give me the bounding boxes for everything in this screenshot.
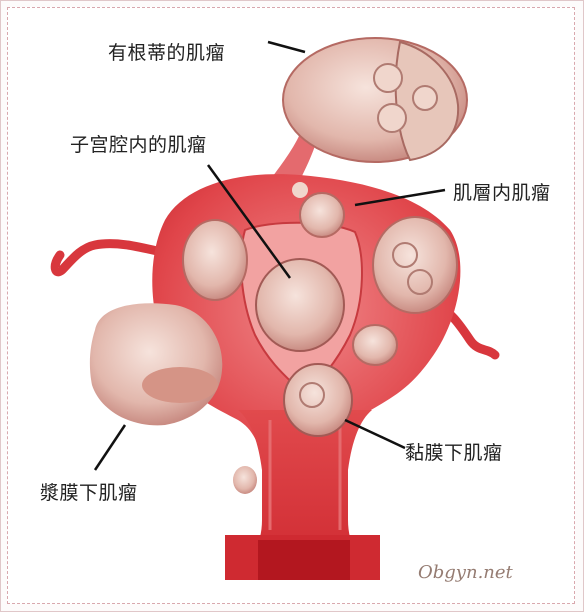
intramural-fibroid-right	[373, 217, 457, 313]
cervical-canal-inner	[258, 540, 350, 580]
cavity-fibroid	[256, 259, 344, 351]
subserosal-fibroid-cut	[142, 367, 218, 403]
label-cavity-fibroid: 子宫腔内的肌瘤	[70, 130, 207, 157]
intramural-fibroid-tiny	[292, 182, 308, 198]
label-intramural-fibroid: 肌層内肌瘤	[453, 178, 551, 205]
submucosal-fibroid	[284, 364, 352, 436]
label-submucosal-fibroid: 黏膜下肌瘤	[405, 438, 503, 465]
label-subserosal-fibroid: 漿膜下肌瘤	[40, 478, 138, 505]
label-pedunculated-fibroid: 有根蒂的肌瘤	[108, 38, 225, 65]
subserosal-fibroid	[90, 303, 222, 425]
watermark: Obgyn.net	[418, 562, 513, 583]
intramural-fibroid-left	[183, 220, 247, 300]
cervical-nodule	[233, 466, 257, 494]
leader-pedunculated	[268, 42, 305, 52]
leader-subserosal	[95, 425, 125, 470]
intramural-fibroid-small	[353, 325, 397, 365]
intramural-fibroid-top	[300, 193, 344, 237]
